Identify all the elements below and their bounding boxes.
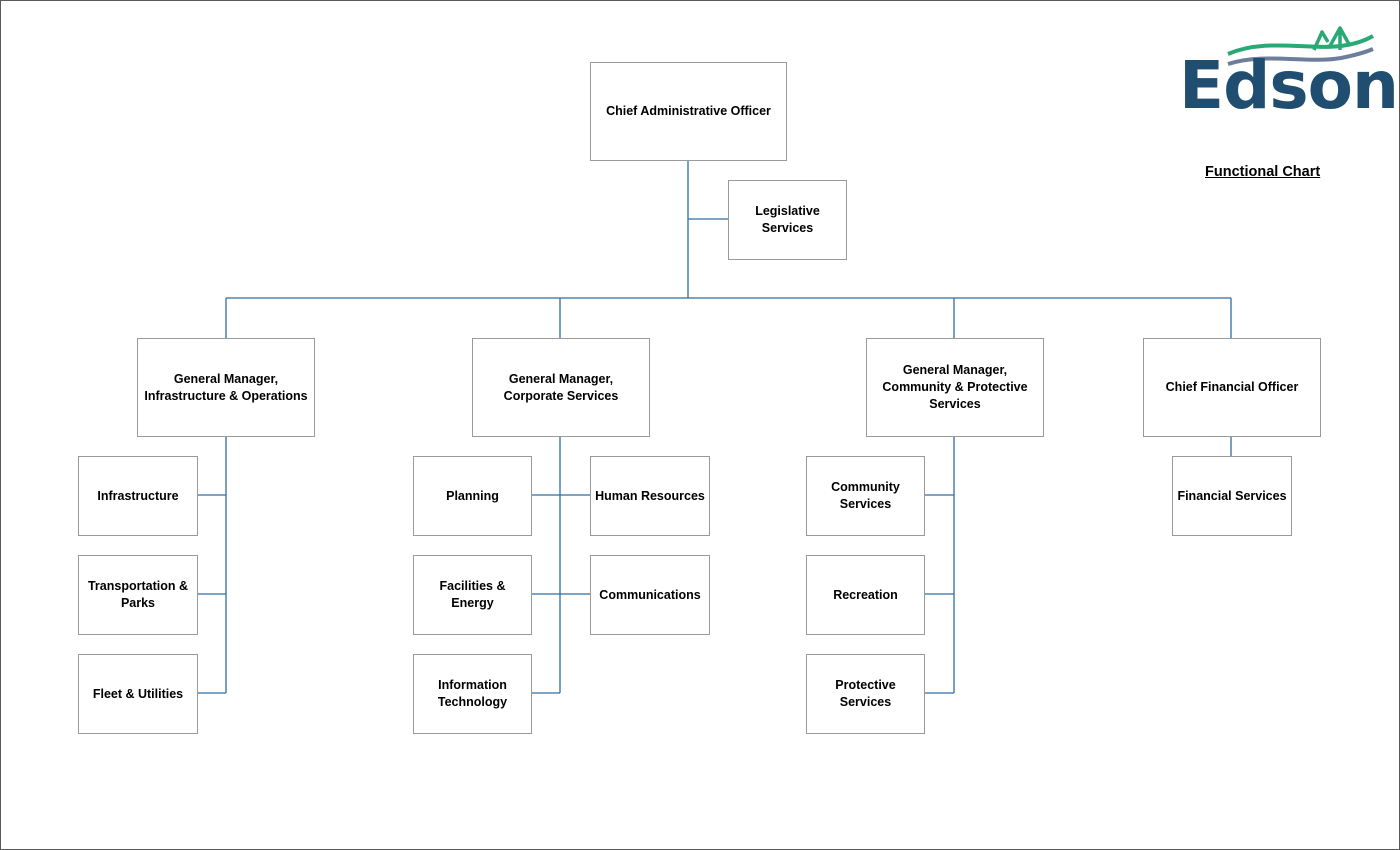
facilities-energy-box: Facilities & Energy [413,555,532,635]
protective-services-box: Protective Services [806,654,925,734]
communications-box: Communications [590,555,710,635]
financial-services-box: Financial Services [1172,456,1292,536]
infrastructure-box: Infrastructure [78,456,198,536]
information-technology-box: Information Technology [413,654,532,734]
recreation-box: Recreation [806,555,925,635]
chart-title: Functional Chart [1205,164,1321,180]
fleet-utilities-box: Fleet & Utilities [78,654,198,734]
human-resources-box: Human Resources [590,456,710,536]
edson-logo-graphic [1227,26,1374,66]
gm-corporate-box: General Manager, Corporate Services [472,338,650,437]
transportation-parks-box: Transportation & Parks [78,555,198,635]
edson-logo-text: Edson [1179,47,1399,124]
cfo-box: Chief Financial Officer [1143,338,1321,437]
gm-infrastructure-box: General Manager, Infrastructure & Operat… [137,338,315,437]
community-services-box: Community Services [806,456,925,536]
gm-community-box: General Manager, Community & Protective … [866,338,1044,437]
legislative-services-box: Legislative Services [728,180,847,260]
planning-box: Planning [413,456,532,536]
cao-box: Chief Administrative Officer [590,62,787,161]
